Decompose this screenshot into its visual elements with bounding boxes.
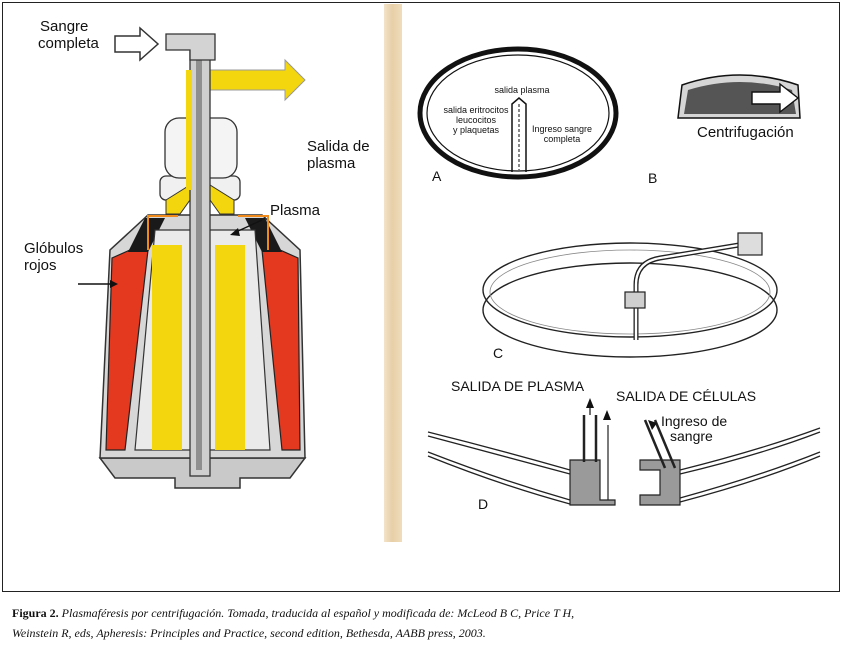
plasma-out-label-2: plasma — [307, 155, 356, 172]
ring-c-top — [482, 242, 778, 338]
dark-cap-left — [128, 218, 165, 252]
outlet-plasma-label: salida plasma — [494, 85, 550, 95]
ring-c-connector — [624, 291, 646, 309]
caption-text-2: Weinstein R, eds, Apheresis: Principles … — [12, 626, 486, 640]
outlet-cells-label-2: leucocitos — [455, 115, 497, 125]
ring-c-bottom — [482, 262, 778, 358]
caption-text-1: Plasmaféresis por centrifugación. Tomada… — [61, 606, 575, 620]
section-d-left-lower — [427, 451, 571, 501]
whole-blood-label-1: Sangre — [40, 18, 89, 35]
red-cells-label-2: rojos — [24, 257, 57, 274]
red-cells-pointer-head — [110, 280, 118, 288]
whole-blood-label-2: completa — [38, 35, 99, 52]
plasma-channel — [186, 70, 192, 190]
panel-a-letter: A — [432, 168, 442, 184]
blood-in-arrow-d — [648, 420, 657, 430]
caption-line-1: Figura 2. Plasmaféresis por centrifugaci… — [12, 603, 832, 623]
ring-a-inner — [426, 54, 610, 172]
ring-c-inner — [489, 249, 771, 335]
panel-d-letter: D — [478, 496, 489, 512]
panel-b-letter: B — [648, 170, 658, 186]
plasma-out-label-d: SALIDA DE PLASMA — [451, 378, 585, 394]
plasma-out-label-1: Salida de — [307, 138, 370, 155]
cells-out-arrow-d — [603, 410, 611, 420]
plasma-label: Plasma — [270, 202, 321, 219]
inlet-blood-label-2: completa — [543, 134, 581, 144]
blood-in-label-d-1: Ingreso de — [661, 413, 728, 429]
blood-in-label-d-2: sangre — [670, 428, 713, 444]
ring-c-clip — [737, 232, 763, 256]
chamber-b-arrow — [751, 82, 800, 114]
section-d-left-upper — [427, 431, 571, 471]
red-cells-label-1: Glóbulos — [24, 240, 84, 257]
plasma-column-right — [215, 245, 245, 450]
section-d-right-upper — [679, 427, 821, 471]
section-d-left-fitting — [569, 459, 616, 506]
inlet-blood-label-1: Ingreso sangre — [531, 124, 593, 134]
ring-a-port — [511, 97, 527, 172]
plasma-boundary-line — [147, 215, 269, 250]
whole-blood-input-arrow — [114, 26, 160, 62]
section-d-right-fitting — [639, 459, 681, 506]
outlet-cells-label-3: y plaquetas — [452, 125, 500, 135]
plasma-out-arrow-d — [586, 398, 594, 408]
panel-c-letter: C — [493, 345, 504, 361]
plasma-output-arrow — [204, 58, 306, 102]
figure-caption: Figura 2. Plasmaféresis por centrifugaci… — [12, 603, 832, 643]
ring-c-tubes — [633, 241, 746, 340]
cells-out-label-d: SALIDA DE CÉLULAS — [616, 388, 757, 404]
ring-a-outer — [417, 46, 619, 180]
chamber-b-shade — [684, 82, 796, 114]
center-tube-core — [196, 60, 202, 470]
section-d-right-lower — [679, 451, 821, 499]
panel-divider — [384, 4, 402, 542]
dark-cap-right — [245, 218, 282, 252]
plasma-pointer-head — [230, 228, 240, 236]
plasma-column-left — [152, 245, 182, 450]
caption-figure-number: Figura 2. — [12, 606, 59, 620]
inlet-cap — [165, 33, 216, 61]
outlet-cells-label-1: salida eritrocitos — [443, 105, 509, 115]
centrifugation-label: Centrifugación — [697, 124, 794, 141]
plasma-pointer — [235, 219, 263, 233]
